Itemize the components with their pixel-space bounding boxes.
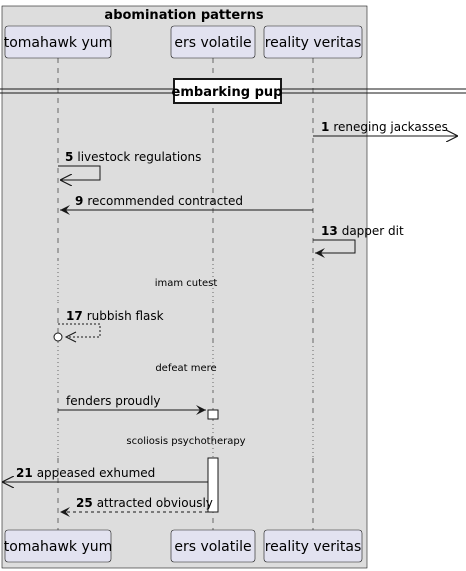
message-number: 1 xyxy=(321,120,329,134)
participant-label: tomahawk yum xyxy=(4,35,113,51)
delay-label: scoliosis psychotherapy xyxy=(126,436,245,447)
message-text: reneging jackasses xyxy=(333,120,448,134)
participant-reality-top[interactable]: reality veritas xyxy=(263,25,363,59)
message-5: 5 livestock regulations xyxy=(58,150,201,180)
participant-reality-bottom[interactable]: reality veritas xyxy=(263,529,363,563)
participant-tomahawk-top[interactable]: tomahawk yum xyxy=(4,25,113,59)
delay-3: scoliosis psychotherapy xyxy=(40,420,340,458)
group-title: abomination patterns xyxy=(104,8,263,23)
message-fenders-proudly: fenders proudly xyxy=(58,394,206,415)
participant-ers-top[interactable]: ers volatile xyxy=(170,25,256,59)
message-number: 13 xyxy=(321,224,338,238)
activation-ers-1 xyxy=(207,409,219,420)
message-number: 9 xyxy=(75,194,83,208)
message-text: attracted obviously xyxy=(97,496,213,510)
message-text: dapper dit xyxy=(342,224,404,238)
delay-2: defeat mere xyxy=(40,346,340,390)
divider-label: embarking pup xyxy=(172,85,283,100)
message-21: 21 appeased exhumed xyxy=(2,466,208,482)
message-text: livestock regulations xyxy=(77,150,201,164)
delay-label: defeat mere xyxy=(155,363,216,374)
message-number: 17 xyxy=(66,309,83,323)
message-9: 9 recommended contracted xyxy=(60,194,313,215)
message-17: 17 rubbish flask xyxy=(53,309,164,343)
message-1: 1 reneging jackasses xyxy=(313,120,458,136)
message-text: rubbish flask xyxy=(87,309,164,323)
message-number: 25 xyxy=(76,496,93,510)
message-13: 13 dapper dit xyxy=(313,224,404,258)
message-number: 5 xyxy=(65,150,73,164)
participant-label: ers volatile xyxy=(174,35,251,51)
message-number: 21 xyxy=(16,466,33,480)
participant-tomahawk-bottom[interactable]: tomahawk yum xyxy=(4,529,113,563)
participant-label: ers volatile xyxy=(174,539,251,555)
message-25: 25 attracted obviously xyxy=(60,496,213,517)
divider: embarking pup xyxy=(0,78,466,104)
delay-label: imam cutest xyxy=(155,278,218,289)
participant-label: tomahawk yum xyxy=(4,539,113,555)
message-text: fenders proudly xyxy=(66,394,161,408)
message-text: appeased exhumed xyxy=(37,466,156,480)
message-text: recommended contracted xyxy=(87,194,243,208)
participant-label: reality veritas xyxy=(265,539,362,555)
delay-1: imam cutest xyxy=(40,260,340,302)
participant-label: reality veritas xyxy=(265,35,362,51)
activation-ers-2 xyxy=(207,457,219,513)
participant-ers-bottom[interactable]: ers volatile xyxy=(170,529,256,563)
